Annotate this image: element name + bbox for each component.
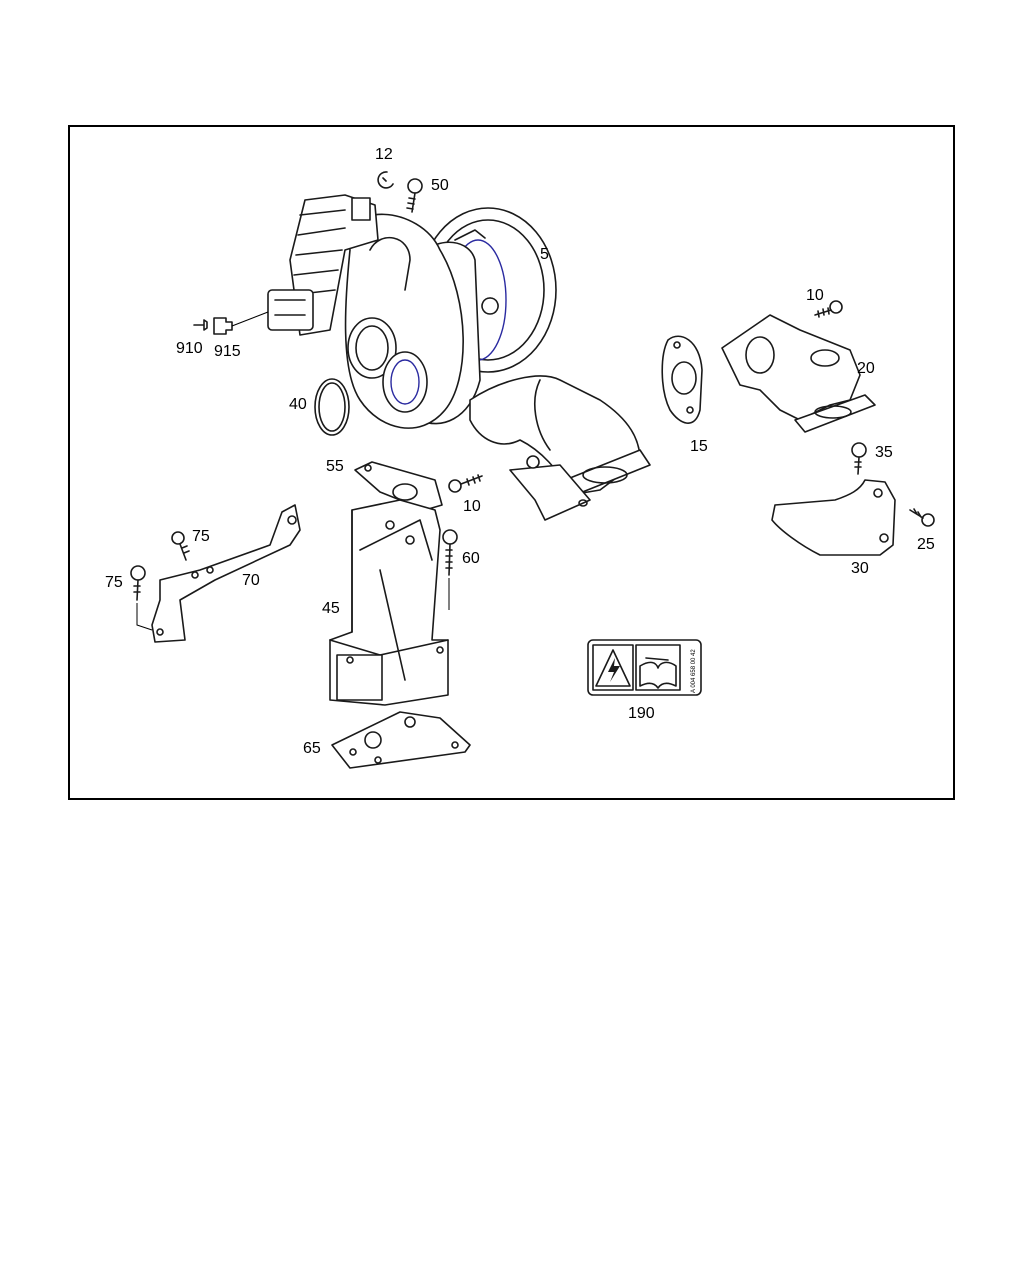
warning-decal-190[interactable] — [587, 639, 702, 696]
label-10-upper: 10 — [806, 287, 824, 304]
bolt-75-lower[interactable] — [130, 565, 153, 631]
bolt-50[interactable] — [406, 178, 423, 213]
bolt-35[interactable] — [851, 442, 867, 475]
decal-code-text: A 004 658 00 42 — [691, 649, 697, 693]
bolt-60[interactable] — [442, 529, 458, 610]
bolt-75-upper[interactable] — [171, 531, 190, 561]
gasket-15[interactable] — [661, 335, 703, 424]
flange-20[interactable] — [721, 314, 876, 433]
o-ring-40[interactable] — [314, 378, 350, 436]
diagram-frame — [68, 125, 955, 800]
label-75-lower: 75 — [105, 574, 123, 591]
label-30: 30 — [851, 560, 869, 577]
bolt-10-upper[interactable] — [814, 300, 843, 318]
label-45: 45 — [322, 600, 340, 617]
plug-910[interactable] — [193, 319, 208, 331]
label-910: 910 — [176, 340, 203, 357]
turbocharger-assembly[interactable] — [267, 194, 651, 521]
label-915: 915 — [214, 343, 241, 360]
label-60: 60 — [462, 550, 480, 567]
label-65: 65 — [303, 740, 321, 757]
gasket-65[interactable] — [331, 711, 471, 769]
label-10-lower: 10 — [463, 498, 481, 515]
label-40: 40 — [289, 396, 307, 413]
label-15: 15 — [690, 438, 708, 455]
label-25: 25 — [917, 536, 935, 553]
gasket-55[interactable] — [354, 461, 443, 511]
bolt-10-lower[interactable] — [448, 474, 483, 493]
label-75-upper: 75 — [192, 528, 210, 545]
bracket-70[interactable] — [151, 504, 301, 643]
clip-12[interactable] — [377, 171, 394, 189]
connector-915[interactable] — [213, 311, 269, 335]
label-50: 50 — [431, 177, 449, 194]
label-20: 20 — [857, 360, 875, 377]
bolt-25[interactable] — [909, 508, 935, 527]
label-55: 55 — [326, 458, 344, 475]
label-12: 12 — [375, 146, 393, 163]
label-35: 35 — [875, 444, 893, 461]
support-45[interactable] — [329, 499, 449, 706]
label-5: 5 — [540, 246, 549, 263]
label-190: 190 — [628, 705, 655, 722]
label-70: 70 — [242, 572, 260, 589]
bracket-30[interactable] — [771, 479, 896, 556]
